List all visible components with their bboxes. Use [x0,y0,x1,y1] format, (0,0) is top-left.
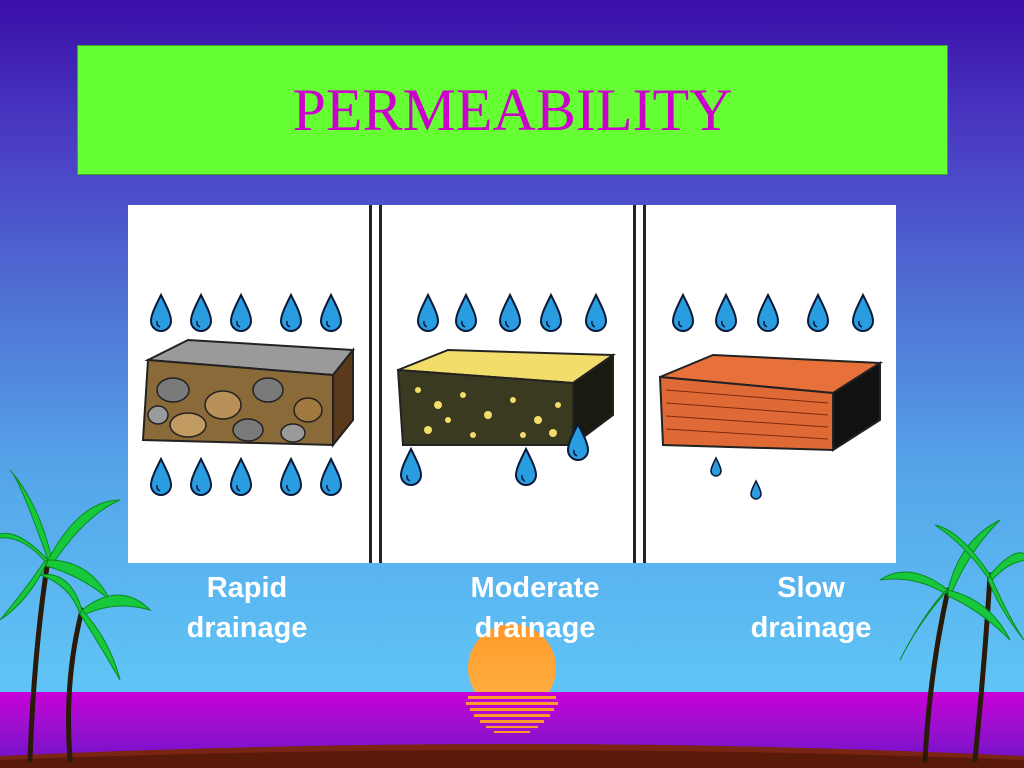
caption-line: Slow [777,572,845,604]
panel-divider [369,205,646,563]
caption-line: Rapid [206,572,288,604]
caption-slow-drainage: Slow drainage [711,568,911,648]
title-banner: PERMEABILITY [77,45,948,175]
caption-line: Moderate [470,572,600,604]
sand-block [396,294,617,486]
water-drop-icon [150,294,342,332]
gravel-block [141,294,355,496]
caption-moderate-drainage: Moderate drainage [435,568,635,648]
caption-line: drainage [750,612,872,644]
caption-line: drainage [186,612,308,644]
sea [0,692,1024,768]
soil-illustration [128,205,896,563]
water-drop-icon [710,457,762,500]
water-drop-icon [672,294,874,332]
water-drop-icon [150,458,342,496]
caption-line: drainage [474,612,596,644]
caption-rapid-drainage: Rapid drainage [147,568,347,648]
water-drop-icon [417,294,607,332]
slide-title: PERMEABILITY [292,76,733,143]
clay-block [658,294,884,500]
